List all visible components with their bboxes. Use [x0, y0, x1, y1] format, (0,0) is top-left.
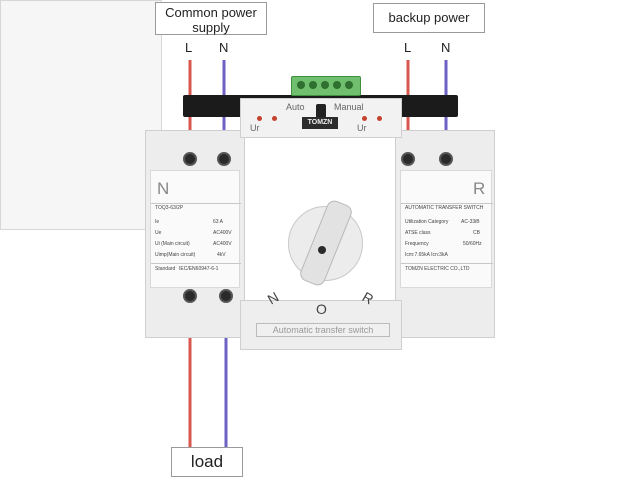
- left-spec-standard-label: Standard: [155, 266, 176, 272]
- left-spec-standard-value: IEC/EN60947-6-1: [179, 266, 219, 272]
- load-neutral-screw: [219, 289, 233, 303]
- backup-live-screw: [401, 152, 415, 166]
- indicator-label-left: Ur: [250, 123, 260, 133]
- right-spec-panel: R AUTOMATIC TRANSFER SWITCH Utilization …: [400, 170, 493, 288]
- right-spec-frequency-value: 50/60Hz: [463, 241, 482, 247]
- indicator-led-right-1: [362, 116, 367, 121]
- center-module: [0, 0, 162, 230]
- mode-manual-label: Manual: [334, 102, 364, 112]
- brand-logo: TOMZN: [302, 117, 338, 129]
- panel-left-letter: N: [157, 179, 170, 198]
- indicator-led-left-1: [257, 116, 262, 121]
- right-spec-manufacturer: TOMZN ELECTRIC CO.,LTD: [405, 266, 470, 272]
- auto-manual-switch[interactable]: [316, 104, 326, 118]
- right-spec-class-value: CB: [473, 230, 480, 236]
- common-live-screw: [183, 152, 197, 166]
- right-spec-title: AUTOMATIC TRANSFER SWITCH: [405, 205, 484, 211]
- load-label: load: [171, 447, 243, 477]
- left-spec-ie-value: 63 A: [213, 219, 224, 225]
- position-o-label: O: [316, 301, 327, 317]
- left-spec-uimp-value: 4kV: [217, 252, 226, 258]
- mode-auto-label: Auto: [286, 102, 305, 112]
- backup-power-label: backup power: [373, 3, 485, 33]
- right-spec-category-value: AC-33iB: [461, 219, 480, 225]
- right-spec-frequency-label: Frequency: [405, 241, 429, 247]
- left-spec-ue-value: AC400V: [213, 230, 232, 236]
- backup-l-label: L: [404, 40, 412, 55]
- left-spec-ui-label: Ui (Main circuit): [155, 241, 190, 247]
- common-neutral-screw: [217, 152, 231, 166]
- indicator-label-right: Ur: [357, 123, 367, 133]
- panel-right-letter: R: [473, 179, 486, 198]
- indicator-led-left-2: [272, 116, 277, 121]
- backup-n-label: N: [441, 40, 451, 55]
- left-spec-model: TOQ3-63/2P: [155, 205, 184, 211]
- common-n-label: N: [219, 40, 229, 55]
- control-terminal-block: [291, 76, 361, 96]
- right-spec-class-label: ATSE class: [405, 230, 431, 236]
- left-spec-ue-label: Ue: [155, 230, 162, 236]
- left-spec-uimp-label: Uimp(Main circuit): [155, 252, 196, 258]
- knob-center-dot: [318, 246, 326, 254]
- left-spec-panel: N TOQ3-63/2P Ie 63 A Ue AC400V Ui (Main …: [150, 170, 241, 288]
- backup-neutral-screw: [439, 152, 453, 166]
- common-l-label: L: [185, 40, 193, 55]
- left-spec-ie-label: Ie: [155, 219, 160, 225]
- device-footer-text: Automatic transfer switch: [256, 323, 390, 337]
- indicator-led-right-2: [377, 116, 382, 121]
- left-spec-ui-value: AC400V: [213, 241, 232, 247]
- common-power-supply-label: Common power supply: [155, 2, 267, 35]
- right-spec-category-label: Utilization Category: [405, 219, 449, 225]
- right-spec-current: Icm:7.65kA Icn:3kA: [405, 252, 448, 258]
- load-live-screw: [183, 289, 197, 303]
